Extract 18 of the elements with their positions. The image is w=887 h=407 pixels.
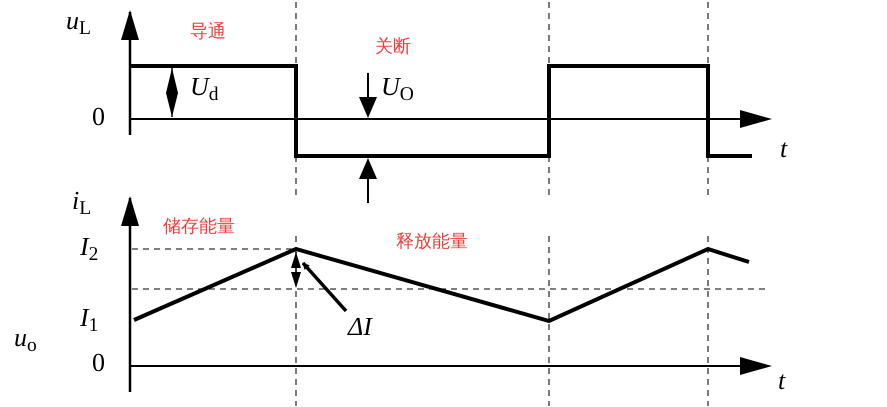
axis-label: t	[778, 368, 786, 394]
axis-label: U$_{O}$	[381, 74, 414, 100]
axis-label: u$_{L}$	[66, 8, 91, 34]
axis-label: 0	[92, 104, 105, 130]
axis-label: u$_{o}$	[14, 325, 37, 351]
leader-arrow	[302, 262, 348, 312]
annotation-text: 关断	[375, 37, 411, 55]
axis-label: 0	[92, 350, 105, 376]
axis-label: i$_{L}$	[72, 188, 92, 214]
axis-label: t	[780, 136, 788, 162]
annotation-text: 释放能量	[396, 232, 468, 250]
annotation-text: 储存能量	[163, 217, 235, 235]
axis-label: U$_{d}$	[190, 74, 219, 100]
axis-label: I$_{2}$	[80, 234, 98, 260]
annotation-text: 导通	[190, 22, 226, 40]
delta-label: ΔI	[348, 314, 372, 340]
axis-label: I$_{1}$	[80, 305, 98, 331]
dimension-arrow	[291, 252, 301, 288]
